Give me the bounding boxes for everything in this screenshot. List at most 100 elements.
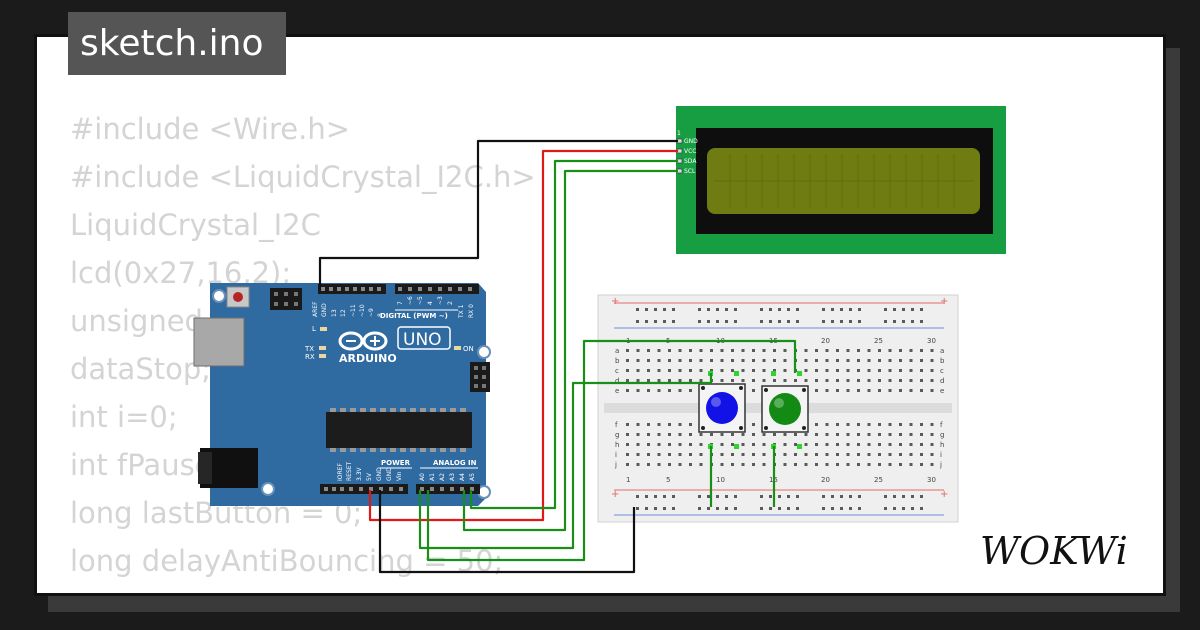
breadboard-hole[interactable] xyxy=(663,320,666,323)
breadboard-hole[interactable] xyxy=(647,359,650,362)
breadboard-hole[interactable] xyxy=(930,463,934,466)
breadboard-hole[interactable] xyxy=(846,369,850,372)
breadboard-hole[interactable] xyxy=(678,389,682,392)
breadboard-hole[interactable] xyxy=(636,423,640,426)
breadboard-hole[interactable] xyxy=(668,463,671,466)
breadboard-hole[interactable] xyxy=(678,453,682,456)
breadboard-hole[interactable] xyxy=(626,379,629,382)
breadboard-hole[interactable] xyxy=(762,349,766,352)
breadboard-hole[interactable] xyxy=(888,379,892,382)
breadboard-hole[interactable] xyxy=(867,379,871,382)
breadboard-hole[interactable] xyxy=(893,507,896,510)
breadboard-hole[interactable] xyxy=(654,507,657,510)
breadboard-hole[interactable] xyxy=(734,320,737,323)
breadboard-hole[interactable] xyxy=(668,389,671,392)
breadboard-hole[interactable] xyxy=(636,308,639,311)
breadboard-hole[interactable] xyxy=(783,369,787,372)
breadboard-hole[interactable] xyxy=(783,463,787,466)
breadboard-hole[interactable] xyxy=(831,507,834,510)
breadboard-hole[interactable] xyxy=(668,359,671,362)
breadboard-hole[interactable] xyxy=(689,463,692,466)
breadboard-hole[interactable] xyxy=(888,443,892,446)
breadboard-hole[interactable] xyxy=(794,379,797,382)
breadboard-hole[interactable] xyxy=(626,433,629,436)
breadboard-hole[interactable] xyxy=(720,433,724,436)
breadboard-hole[interactable] xyxy=(657,433,661,436)
breadboard-hole[interactable] xyxy=(846,433,850,436)
breadboard-hole[interactable] xyxy=(710,433,713,436)
breadboard-hole[interactable] xyxy=(752,349,755,352)
breadboard-hole[interactable] xyxy=(689,453,692,456)
breadboard-hole[interactable] xyxy=(822,308,825,311)
breadboard-hole[interactable] xyxy=(699,349,703,352)
breadboard-hole[interactable] xyxy=(741,453,745,456)
breadboard-hole[interactable] xyxy=(716,495,719,498)
breadboard-hole[interactable] xyxy=(909,433,913,436)
breadboard-hole[interactable] xyxy=(678,379,682,382)
breadboard-hole[interactable] xyxy=(794,463,797,466)
breadboard-hole[interactable] xyxy=(731,433,734,436)
breadboard-hole[interactable] xyxy=(654,308,657,311)
breadboard-hole[interactable] xyxy=(825,379,829,382)
breadboard-hole[interactable] xyxy=(725,320,728,323)
breadboard-hole[interactable] xyxy=(707,507,710,510)
breadboard-hole[interactable] xyxy=(762,359,766,362)
breadboard-hole[interactable] xyxy=(822,495,825,498)
breadboard-hole[interactable] xyxy=(888,369,892,372)
breadboard-hole[interactable] xyxy=(689,443,692,446)
breadboard-hole[interactable] xyxy=(668,453,671,456)
breadboard-hole[interactable] xyxy=(731,349,734,352)
breadboard-hole[interactable] xyxy=(626,349,629,352)
breadboard-hole[interactable] xyxy=(899,463,902,466)
breadboard-hole[interactable] xyxy=(647,443,650,446)
breadboard-hole[interactable] xyxy=(831,320,834,323)
breadboard-hole[interactable] xyxy=(773,433,776,436)
breadboard-hole[interactable] xyxy=(884,507,887,510)
breadboard-hole[interactable] xyxy=(778,495,781,498)
breadboard-hole[interactable] xyxy=(857,433,860,436)
breadboard-hole[interactable] xyxy=(899,369,902,372)
breadboard-hole[interactable] xyxy=(815,433,818,436)
breadboard-hole[interactable] xyxy=(752,463,755,466)
push-button-green[interactable] xyxy=(761,385,809,433)
breadboard-hole[interactable] xyxy=(636,443,640,446)
breadboard-hole[interactable] xyxy=(720,349,724,352)
breadboard-hole[interactable] xyxy=(888,389,892,392)
breadboard-hole[interactable] xyxy=(752,433,755,436)
breadboard-hole[interactable] xyxy=(878,349,881,352)
breadboard-hole[interactable] xyxy=(657,453,661,456)
breadboard-hole[interactable] xyxy=(626,423,629,426)
breadboard-hole[interactable] xyxy=(899,443,902,446)
breadboard-hole[interactable] xyxy=(878,463,881,466)
breadboard-hole[interactable] xyxy=(689,379,692,382)
breadboard-hole[interactable] xyxy=(773,379,776,382)
breadboard-hole[interactable] xyxy=(734,308,737,311)
breadboard-hole[interactable] xyxy=(831,308,834,311)
breadboard-hole[interactable] xyxy=(720,443,724,446)
breadboard-hole[interactable] xyxy=(796,495,799,498)
breadboard-hole[interactable] xyxy=(794,443,797,446)
breadboard-hole[interactable] xyxy=(720,379,724,382)
breadboard-hole[interactable] xyxy=(668,423,671,426)
breadboard-hole[interactable] xyxy=(920,423,923,426)
breadboard-hole[interactable] xyxy=(698,495,701,498)
breadboard-hole[interactable] xyxy=(930,359,934,362)
breadboard-hole[interactable] xyxy=(846,359,850,362)
breadboard-hole[interactable] xyxy=(626,453,629,456)
breadboard-hole[interactable] xyxy=(699,369,703,372)
breadboard-hole[interactable] xyxy=(699,453,703,456)
breadboard-hole[interactable] xyxy=(752,443,755,446)
breadboard-hole[interactable] xyxy=(804,369,808,372)
breadboard-hole[interactable] xyxy=(857,359,860,362)
breadboard-hole[interactable] xyxy=(698,507,701,510)
breadboard-hole[interactable] xyxy=(668,379,671,382)
breadboard-hole[interactable] xyxy=(762,433,766,436)
breadboard-hole[interactable] xyxy=(762,453,766,456)
breadboard-hole[interactable] xyxy=(867,443,871,446)
breadboard-hole[interactable] xyxy=(840,320,843,323)
breadboard-hole[interactable] xyxy=(836,349,839,352)
breadboard-hole[interactable] xyxy=(716,308,719,311)
breadboard-hole[interactable] xyxy=(902,507,905,510)
breadboard-hole[interactable] xyxy=(920,433,923,436)
breadboard-hole[interactable] xyxy=(689,423,692,426)
